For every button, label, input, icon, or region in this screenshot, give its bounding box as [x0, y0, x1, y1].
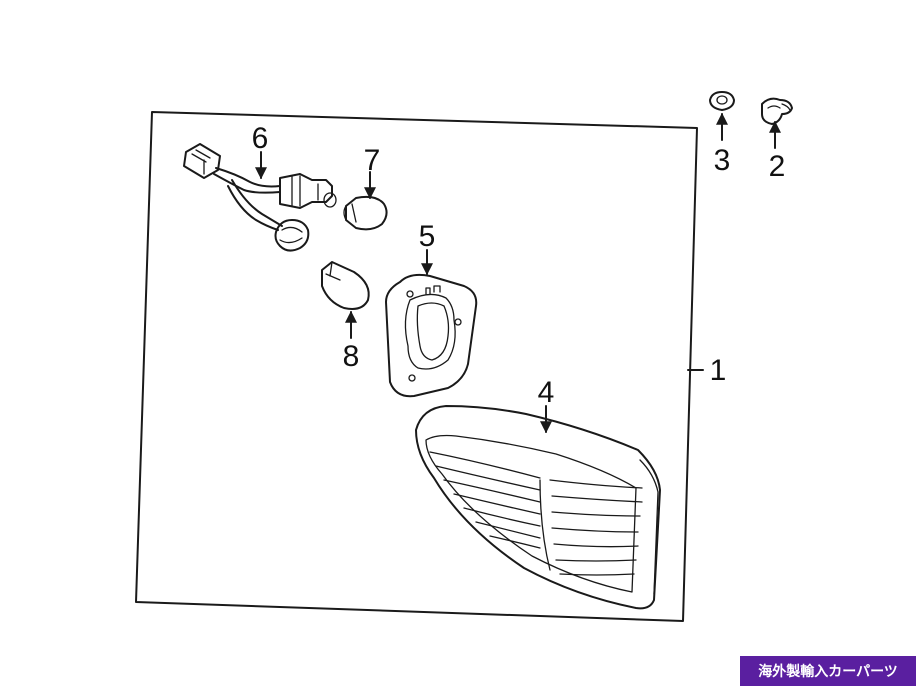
callout-4: 4	[538, 376, 555, 409]
part-4-lens-housing	[415, 405, 661, 610]
callout-2: 2	[769, 150, 786, 183]
part-5-gasket	[385, 273, 478, 398]
callout-3: 3	[714, 144, 731, 177]
callout-1: 1	[710, 354, 727, 387]
callout-8: 8	[343, 340, 360, 373]
part-3-nut	[709, 91, 735, 111]
watermark-badge: 海外製輸入カーパーツ	[740, 656, 916, 686]
callout-6: 6	[252, 122, 269, 155]
part-2-clip	[761, 97, 793, 125]
part-7-bulb	[343, 195, 388, 231]
callout-5: 5	[419, 220, 436, 253]
part-8-bulb	[321, 261, 370, 310]
part-6-socket-harness	[183, 143, 337, 252]
callout-7: 7	[364, 144, 381, 177]
assembly-frame	[135, 111, 698, 622]
